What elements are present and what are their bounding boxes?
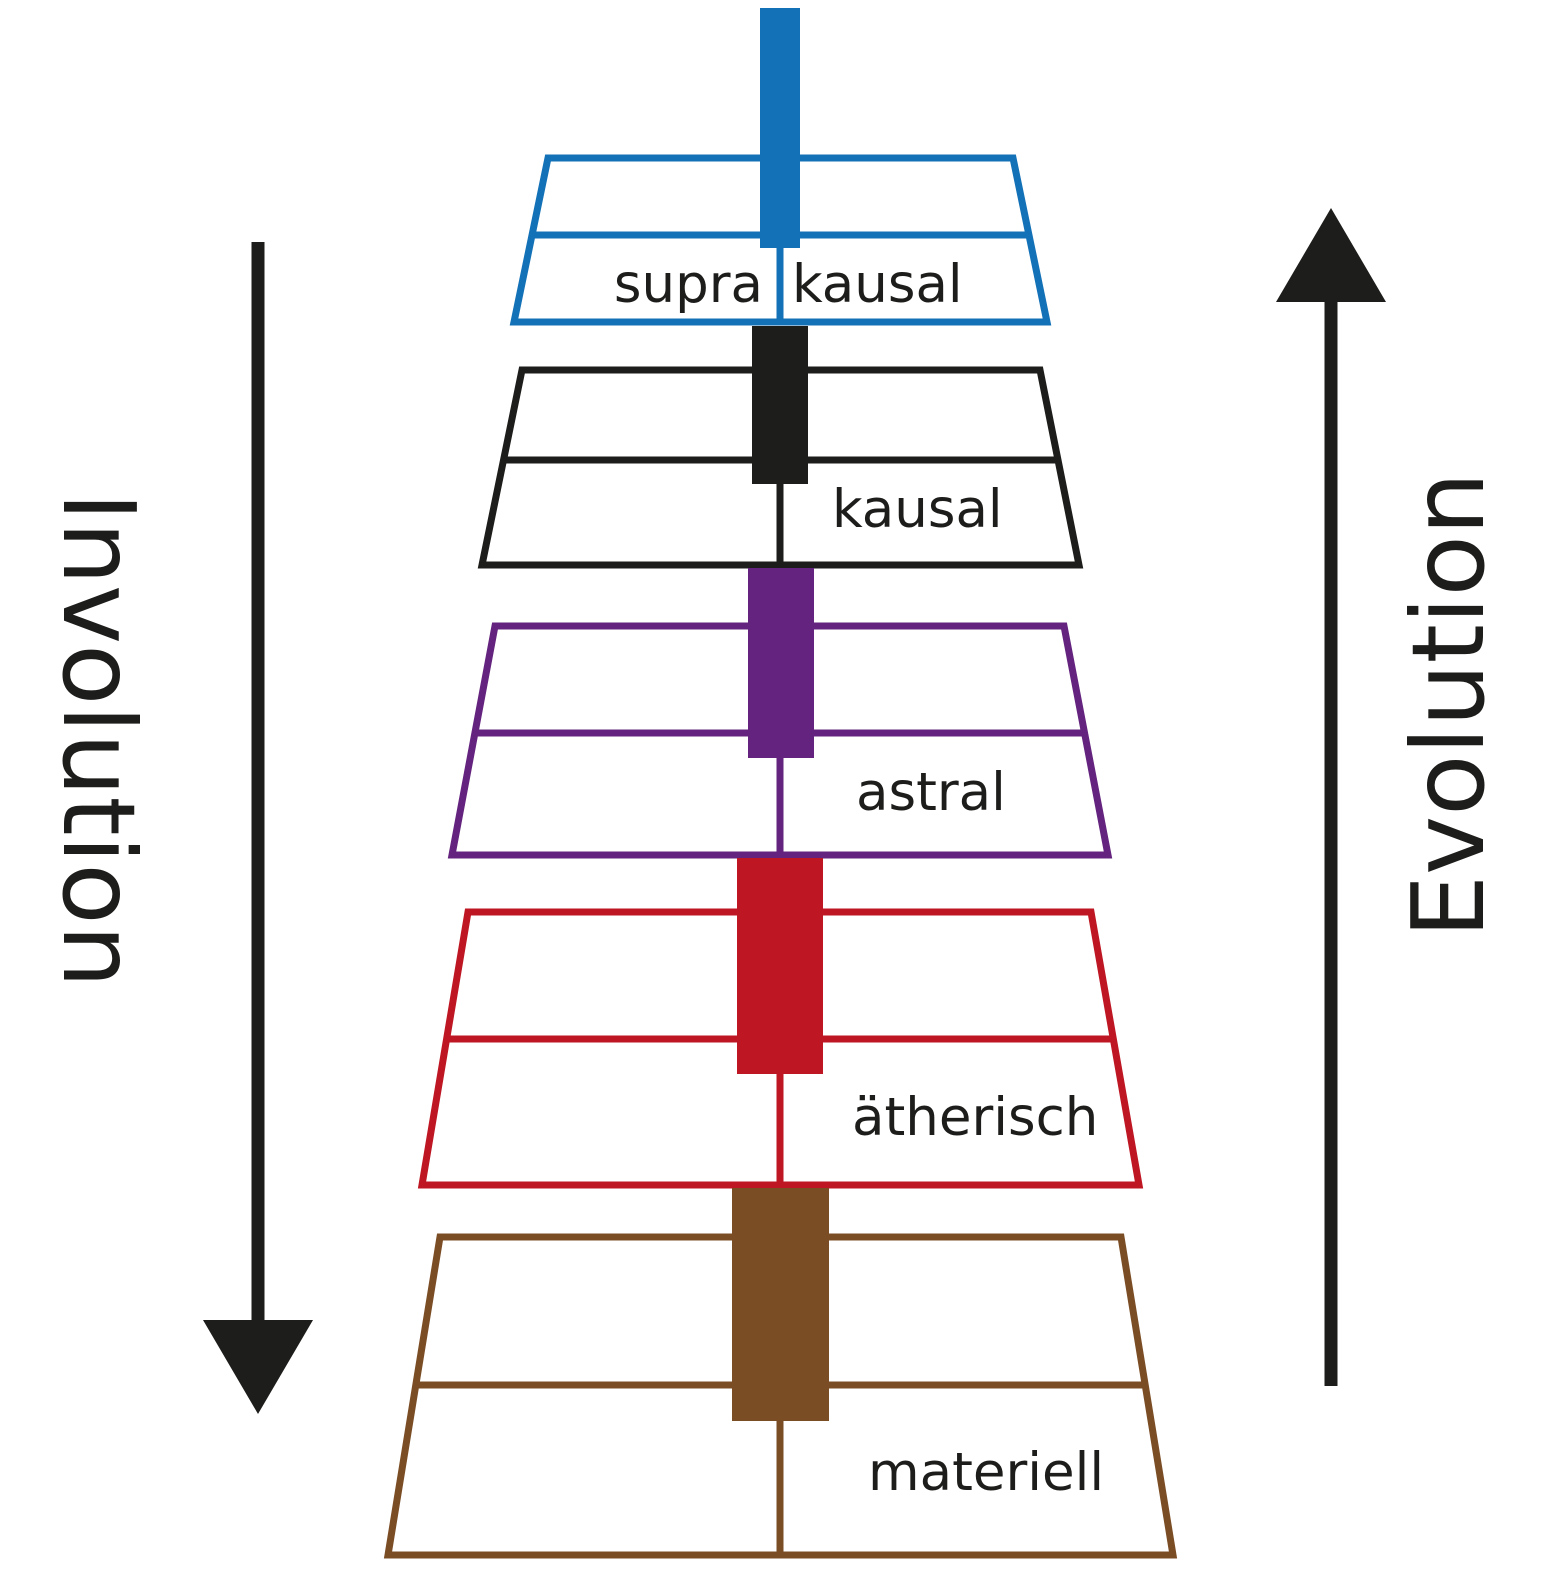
involution-arrow-head <box>203 1320 313 1414</box>
level-materiell-frame <box>383 1233 1178 1559</box>
level-astral-column <box>748 568 814 758</box>
level-kausal-frame <box>477 366 1084 569</box>
evolution-arrow <box>1276 208 1386 1386</box>
level-materiell: materiell <box>383 1188 1178 1559</box>
level-aetherisch-frame <box>417 908 1144 1189</box>
involution-arrow <box>203 242 313 1414</box>
evolution-arrow-head <box>1276 208 1386 302</box>
involution-label: Involution <box>40 492 157 988</box>
level-astral-right-label: astral <box>856 762 1006 823</box>
level-suprakausal: supra kausal <box>509 8 1052 326</box>
evolution-label: Evolution <box>1390 472 1507 938</box>
level-aetherisch-right-label: ätherisch <box>852 1087 1098 1148</box>
level-materiell-right-label: materiell <box>868 1442 1104 1503</box>
level-kausal-right-label: kausal <box>832 479 1003 540</box>
level-aetherisch-column <box>737 858 823 1074</box>
level-kausal-column <box>752 326 808 484</box>
level-suprakausal-right-label: kausal <box>792 254 963 315</box>
level-suprakausal-column <box>760 8 800 248</box>
level-kausal: kausal <box>477 326 1084 569</box>
level-suprakausal-left-label: supra <box>614 254 763 315</box>
level-materiell-column <box>732 1188 829 1421</box>
level-suprakausal-frame <box>509 154 1052 326</box>
level-astral: astral <box>447 568 1113 859</box>
level-aetherisch: ätherisch <box>417 858 1144 1189</box>
level-astral-frame <box>447 622 1113 859</box>
